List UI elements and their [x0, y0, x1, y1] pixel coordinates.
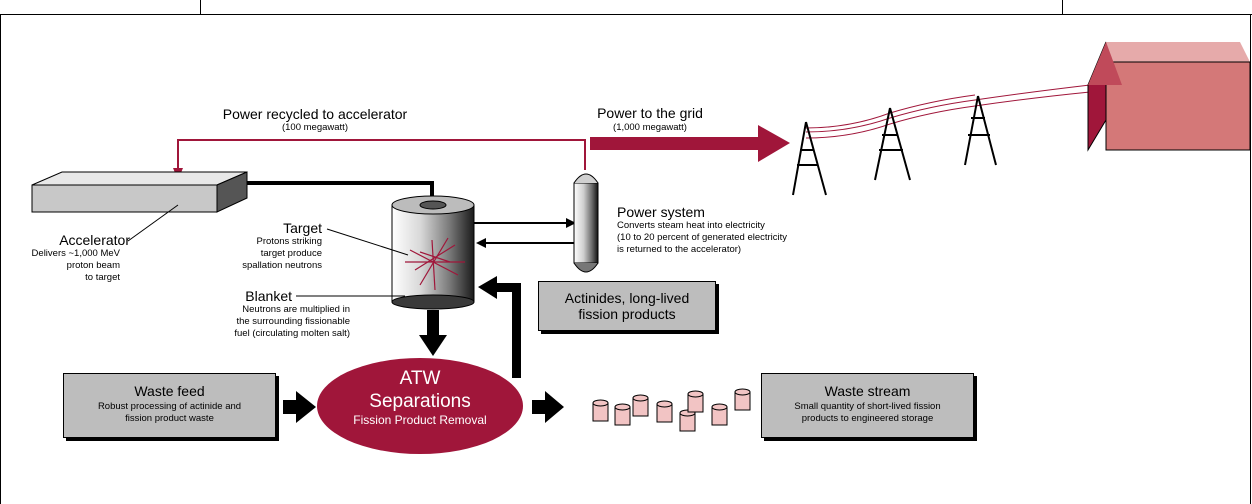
power-system-desc-1: Converts steam heat into electricity — [617, 220, 765, 231]
accelerator-desc-1: Delivers ~1,000 MeV — [31, 248, 120, 259]
waste-feed-arrow — [283, 391, 316, 423]
actinides-title-1: Actinides, long-lived — [564, 290, 690, 306]
separations-title-2: Separations — [369, 391, 471, 412]
frame-top-tick-right — [1062, 0, 1063, 14]
accelerator-desc-3: to target — [85, 272, 120, 283]
target-cylinder-icon — [391, 195, 475, 310]
power-recycled-subtitle: (100 megawatt) — [281, 122, 348, 133]
waste-feed-desc-1: Robust processing of actinide and — [97, 401, 242, 412]
actinides-box: Actinides, long-lived fission products — [538, 281, 716, 331]
waste-stream-desc-1: Small quantity of short-lived fission — [794, 401, 941, 412]
blanket-desc-1: Neutrons are multiplied in — [242, 304, 350, 315]
waste-feed-title: Waste feed — [134, 383, 205, 399]
target-desc-2: target produce — [260, 248, 322, 259]
frame-top-border — [0, 14, 1252, 15]
waste-feed-box: Waste feed Robust processing of actinide… — [63, 373, 276, 438]
power-grid-title: Power to the grid — [597, 105, 703, 121]
blanket-desc-3: fuel (circulating molten salt) — [234, 328, 350, 339]
power-system-desc-3: is returned to the accelerator) — [617, 244, 742, 255]
leader-lines — [127, 204, 409, 297]
heat-exchange-arrows — [474, 218, 576, 248]
target-title: Target — [283, 220, 322, 236]
separations-ellipse — [317, 358, 523, 454]
power-system-tank-icon — [573, 173, 599, 273]
power-recycled-title: Power recycled to accelerator — [222, 106, 408, 122]
waste-stream-title: Waste stream — [824, 383, 911, 399]
separations-title-1: ATW — [399, 368, 441, 389]
power-system-desc-2: (10 to 20 percent of generated electrici… — [617, 232, 788, 243]
blanket-desc-2: the surrounding fissionable — [236, 316, 350, 327]
actinides-title-2: fission products — [578, 306, 676, 322]
power-system-title: Power system — [617, 204, 705, 220]
waste-stream-box: Waste stream Small quantity of short-liv… — [761, 373, 974, 438]
transmission-tower-icon — [792, 95, 997, 196]
blanket-to-separations-arrow — [419, 310, 447, 356]
house-icon — [1087, 41, 1251, 152]
target-desc-1: Protons striking — [256, 236, 322, 247]
transmission-wires — [805, 84, 1091, 139]
accelerator-icon — [31, 171, 248, 213]
frame-left-border — [0, 14, 1, 504]
accelerator-desc-2: proton beam — [66, 260, 120, 271]
power-grid-subtitle: (1,000 megawatt) — [613, 122, 687, 133]
waste-stream-desc-2: products to engineered storage — [801, 412, 934, 424]
target-desc-3: spallation neutrons — [242, 260, 322, 271]
blanket-title: Blanket — [245, 288, 292, 304]
waste-feed-desc-2: fission product waste — [125, 412, 214, 424]
accelerator-title: Accelerator — [59, 232, 130, 248]
waste-canister-icon — [592, 388, 751, 432]
frame-right-border — [1250, 14, 1251, 504]
frame-top-tick-left — [200, 0, 201, 14]
separations-return-arrow — [478, 276, 521, 378]
separations-subtitle: Fission Product Removal — [353, 413, 487, 427]
separations-output-arrow — [532, 391, 564, 423]
power-grid-arrow — [590, 125, 790, 162]
